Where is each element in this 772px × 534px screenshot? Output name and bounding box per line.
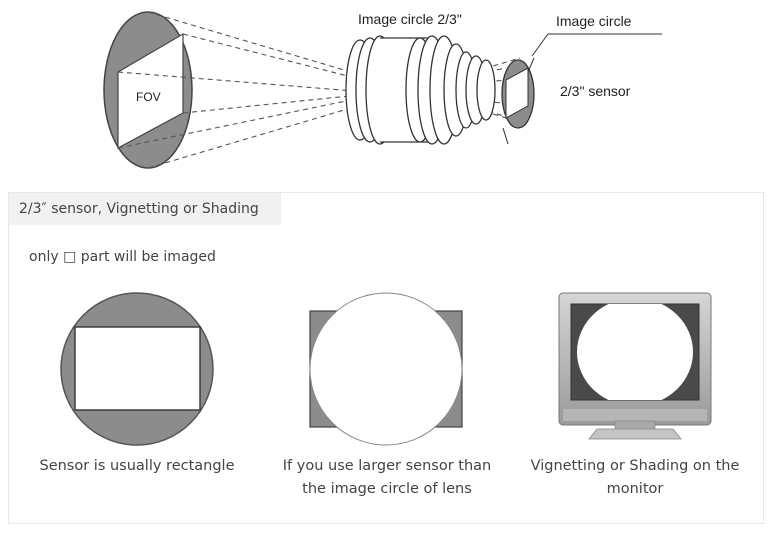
lens-barrel	[345, 35, 496, 145]
lens-projection-diagram: FOV Image circle 2/3" Image ci	[103, 11, 662, 169]
caption-larger-sensor: If you use larger sensor than the image …	[282, 458, 492, 497]
imaging-note: only □ part will be imaged	[29, 249, 216, 265]
image-circle-label: Image circle	[556, 13, 632, 29]
image-circle-sensor	[501, 59, 535, 129]
panel-title-tab[interactable]: 2/3″ sensor, Vignetting or Shading	[9, 193, 281, 225]
vignetting-panel: 2/3″ sensor, Vignetting or Shading only …	[8, 192, 764, 524]
figure-larger-sensor	[309, 292, 463, 446]
fov-label: FOV	[136, 90, 161, 104]
sensor-label: 2/3" sensor	[560, 83, 631, 99]
figure-sensor-rectangle	[60, 292, 214, 446]
monitor-body	[558, 292, 712, 440]
figure-monitor	[558, 292, 712, 440]
caption-sensor-rectangle: Sensor is usually rectangle	[39, 458, 235, 474]
caption-monitor: Vignetting or Shading on the monitor	[530, 458, 740, 497]
image-circle-23-label: Image circle 2/3"	[358, 11, 462, 27]
leader-lines	[502, 33, 662, 145]
